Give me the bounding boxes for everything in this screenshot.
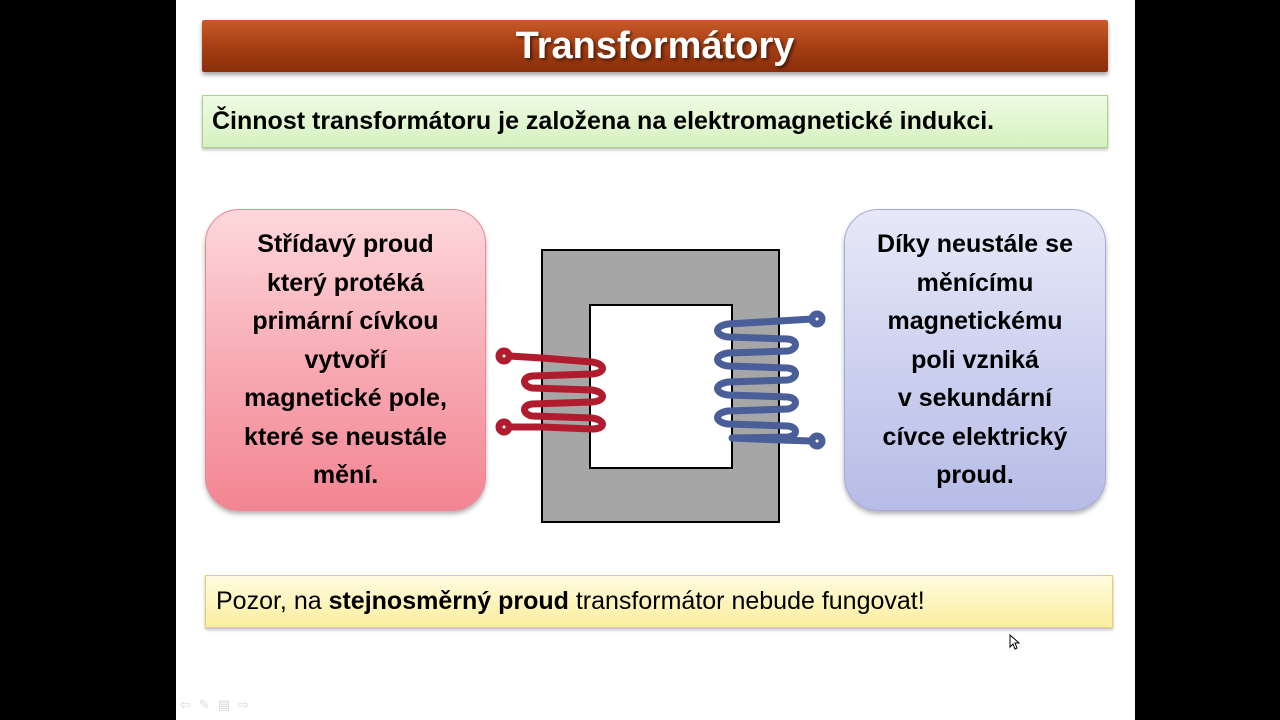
right-box-line: magnetickému — [887, 307, 1063, 336]
left-box-line: které se neustále — [244, 422, 447, 451]
slideshow-nav: ⇦ ✎ ▤ ⇨ — [180, 697, 249, 713]
intro-text: Činnost transformátoru je založena na el… — [212, 107, 995, 135]
next-arrow-icon[interactable]: ⇨ — [238, 697, 250, 712]
warning-box: Pozor, na stejnosměrný proud transformát… — [205, 575, 1113, 628]
left-box-line: magnetické pole, — [244, 384, 447, 413]
right-box-line: proud. — [936, 461, 1014, 490]
left-box-line: primární cívkou — [252, 307, 439, 336]
right-box-line: Díky neustále se — [877, 230, 1073, 259]
right-box-line: poli vzniká — [911, 345, 1039, 374]
menu-icon[interactable]: ▤ — [217, 697, 231, 712]
primary-coil — [495, 347, 606, 436]
slide: Transformátory Činnost transformátoru je… — [176, 0, 1135, 720]
right-box-line: cívce elektrický — [882, 422, 1068, 451]
primary-coil-explanation-box: Střídavý proud který protéká primární cí… — [205, 209, 486, 511]
title-bar: Transformátory — [202, 20, 1108, 72]
secondary-coil — [714, 310, 826, 450]
left-box-line: Střídavý proud — [257, 230, 434, 259]
left-box-line: mění. — [312, 461, 379, 490]
mouse-cursor-icon — [1009, 634, 1021, 650]
warning-bold: stejnosměrný proud — [328, 587, 569, 615]
warning-suffix: transformátor nebude fungovat! — [568, 587, 925, 615]
right-box-line: v sekundární — [897, 384, 1053, 413]
left-box-line: vytvoří — [304, 345, 387, 374]
pen-icon[interactable]: ✎ — [198, 697, 210, 712]
slide-title: Transformátory — [515, 24, 795, 67]
transformer-core — [541, 249, 780, 523]
warning-prefix: Pozor, na — [216, 587, 329, 615]
secondary-coil-explanation-box: Díky neustále se měnícímu magnetickému p… — [844, 209, 1106, 511]
prev-arrow-icon[interactable]: ⇦ — [180, 697, 191, 712]
intro-box: Činnost transformátoru je založena na el… — [202, 95, 1108, 148]
left-box-line: který protéká — [266, 268, 425, 297]
right-box-line: měnícímu — [916, 268, 1034, 297]
